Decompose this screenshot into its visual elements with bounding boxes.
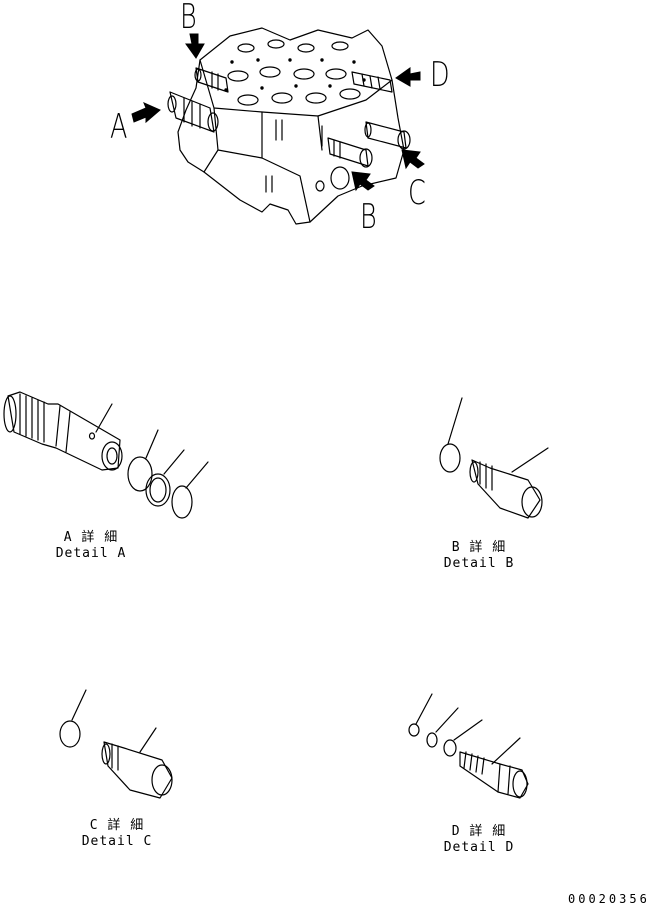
detail-a-caption-jp: A 詳 細	[63, 530, 119, 545]
callout-label-b-top: B	[180, 0, 197, 37]
detail-c-caption-jp: C 詳 細	[89, 818, 145, 833]
detail-a-caption-en: Detail A	[55, 546, 127, 561]
callout-arrows	[131, 33, 425, 192]
callout-label-a: A	[110, 107, 128, 147]
detail-d-caption-jp: D 詳 細	[451, 824, 507, 839]
detail-b-caption-jp: B 詳 細	[451, 540, 507, 555]
callout-label-c: C	[408, 173, 426, 213]
drawing-code: 00020356	[568, 892, 650, 906]
arrow-d-icon	[395, 67, 421, 87]
detail-b-parts	[439, 397, 549, 519]
arrow-a-icon	[131, 102, 161, 124]
valve-body	[167, 27, 411, 225]
arrow-b-top-icon	[185, 33, 205, 59]
arrow-c-icon	[401, 149, 425, 170]
detail-a-parts	[3, 391, 209, 519]
detail-b-caption-en: Detail B	[443, 556, 515, 571]
detail-c-caption-en: Detail C	[81, 834, 153, 849]
arrow-b-bottom-icon	[351, 171, 375, 192]
detail-d-caption-en: Detail D	[443, 840, 515, 855]
detail-d-parts	[408, 693, 529, 799]
callout-label-b-bottom: B	[360, 197, 377, 237]
callout-label-d: D	[430, 55, 450, 95]
detail-c-parts	[59, 689, 173, 799]
